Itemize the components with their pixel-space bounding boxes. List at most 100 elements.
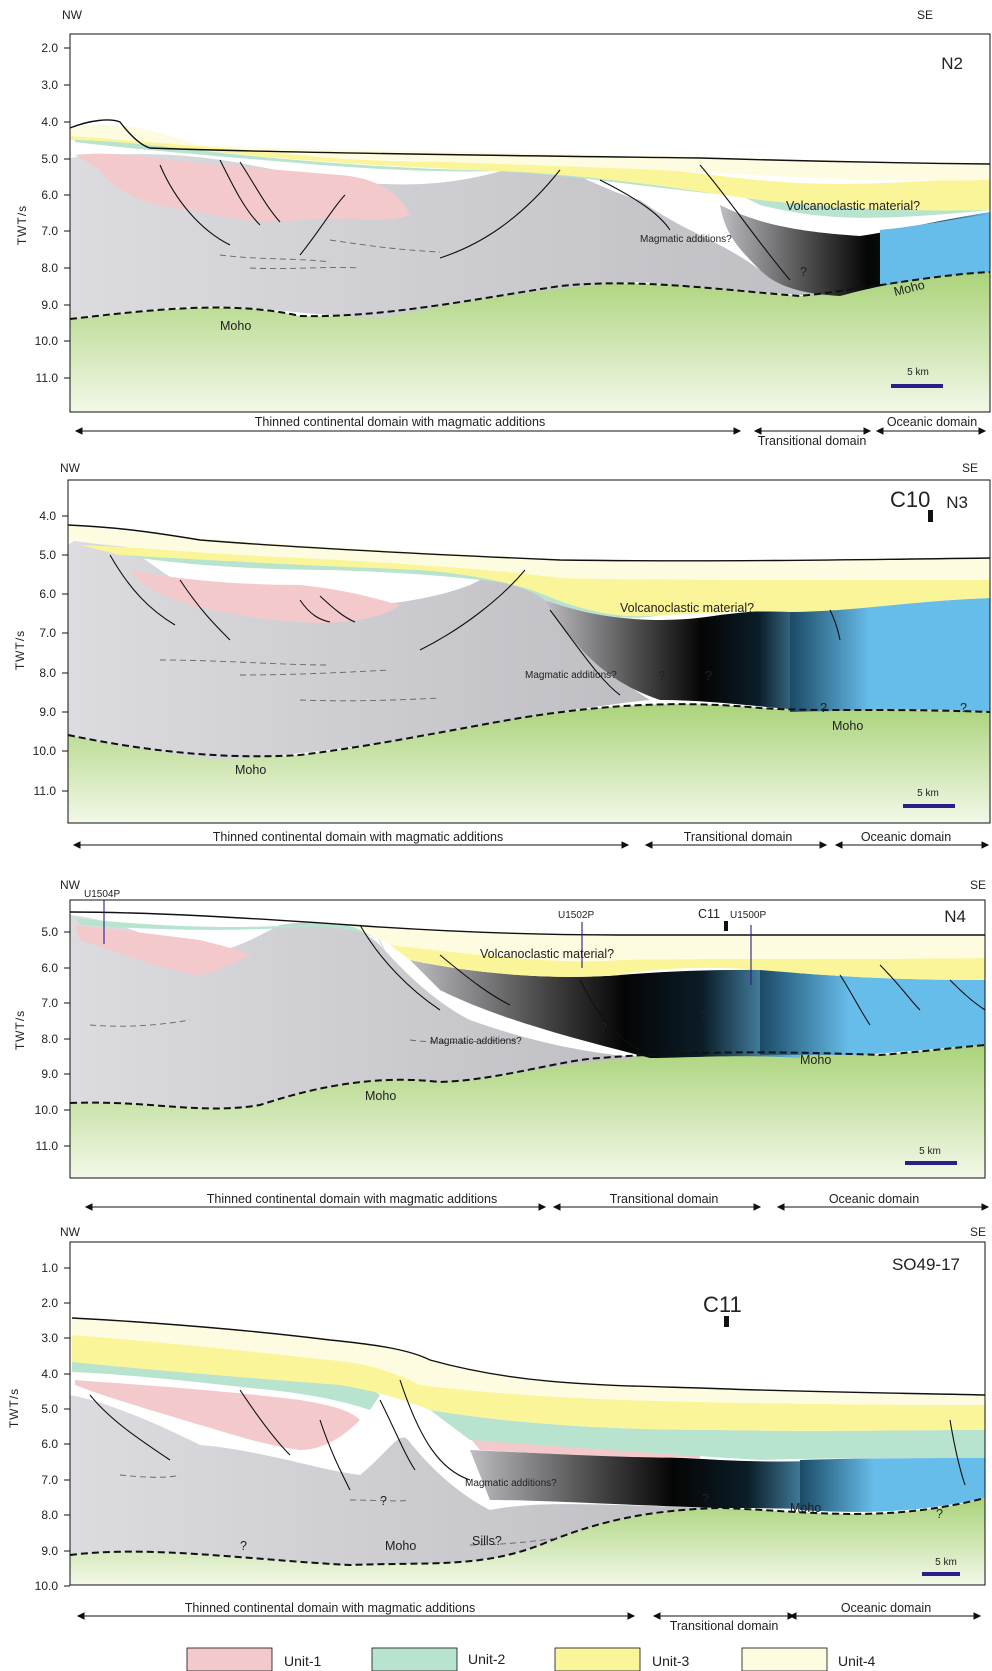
panel-n3-frame xyxy=(67,479,991,824)
faults xyxy=(89,1379,966,1491)
panel-n4-se-label: SE xyxy=(970,878,986,892)
unit-4 xyxy=(68,525,990,580)
annotation-moho: Moho xyxy=(385,1539,416,1553)
panel-n2-se-label: SE xyxy=(917,8,933,22)
station-marker xyxy=(724,1316,729,1327)
panel-so49-tick: 10.0 xyxy=(35,1579,59,1593)
panel-n2-tick: 8.0 xyxy=(41,261,58,275)
continental-crust xyxy=(70,1395,720,1565)
panel-so49-tick: 7.0 xyxy=(41,1473,58,1487)
panel-so49-tick: 5.0 xyxy=(41,1402,58,1416)
panel-so49-tick: 2.0 xyxy=(41,1296,58,1310)
domain-label-oceanic: Oceanic domain xyxy=(841,1601,931,1615)
panel-n4-y-label: TWT/s xyxy=(13,1010,27,1050)
oceanic-crust xyxy=(790,598,990,712)
annotation-question: ? xyxy=(240,1539,247,1553)
well-lines xyxy=(103,900,752,985)
legend-item-unit-2: Unit-2 xyxy=(371,1647,506,1671)
scale-bar-label: 5 km xyxy=(935,1557,957,1568)
annotation-question: ? xyxy=(936,1507,943,1521)
panel-n2-tick: 5.0 xyxy=(41,152,58,166)
station-label: C10 xyxy=(890,487,930,512)
well-label-u1502p: U1502P xyxy=(558,910,594,921)
unit-3 xyxy=(80,545,990,617)
panel-n2: NW SE xyxy=(15,8,991,448)
panel-n3-y-label: TWT/s xyxy=(13,630,27,670)
domain-label-transitional: Transitional domain xyxy=(610,1192,719,1206)
panel-n4-section xyxy=(69,899,986,1179)
annotation-question: ? xyxy=(380,1494,387,1508)
panel-n2-domains xyxy=(74,427,987,435)
faults xyxy=(359,924,986,1051)
annotation-question: ? xyxy=(705,669,712,683)
reflectors xyxy=(159,659,441,702)
station-marker xyxy=(928,510,933,522)
annotation-sills: Sills? xyxy=(472,1534,502,1548)
panel-n4-tick: 8.0 xyxy=(41,1032,58,1046)
panel-so49-tick: 1.0 xyxy=(41,1261,58,1275)
oceanic-crust xyxy=(760,970,985,1055)
unit-2 xyxy=(75,918,385,950)
panel-n4-domains xyxy=(84,1203,990,1211)
panel-n2-frame xyxy=(69,33,991,413)
panel-n2-tick: 9.0 xyxy=(41,298,58,312)
legend-item-unit-4: Unit-4 xyxy=(741,1647,876,1671)
reflectors xyxy=(119,1474,561,1546)
panel-so49-tick: 6.0 xyxy=(41,1437,58,1451)
moho-line xyxy=(69,1497,986,1567)
panel-n3-tick: 11.0 xyxy=(34,784,57,798)
panel-so49-17-section xyxy=(69,1241,986,1586)
panel-n3-tick: 4.0 xyxy=(39,509,56,523)
scale-bar: 5 km xyxy=(903,788,955,808)
panel-n4-tick: 7.0 xyxy=(41,996,58,1010)
panel-n3-se-label: SE xyxy=(962,461,978,475)
annotation-moho: Moho xyxy=(365,1089,396,1103)
reflectors xyxy=(219,239,441,270)
annotation-magmatic-additions: Magmatic additions? xyxy=(430,1036,522,1047)
panel-n3-tick: 7.0 xyxy=(39,626,56,640)
panel-n2-tick: 11.0 xyxy=(36,371,59,385)
annotation-volcanoclastic: Volcanoclastic material? xyxy=(620,601,754,615)
annotation-question: ? xyxy=(702,1492,709,1506)
panel-n4-tick: 5.0 xyxy=(41,925,58,939)
moho-line xyxy=(67,703,991,758)
legend-item-unit-1: Unit-1 xyxy=(186,1647,322,1671)
oceanic-crust xyxy=(800,1458,985,1512)
faults xyxy=(109,554,841,696)
panel-n4: NW SE xyxy=(13,878,990,1211)
domain-label-continental: Thinned continental domain with magmatic… xyxy=(255,415,545,429)
well-label-u1500p: U1500P xyxy=(730,910,766,921)
panel-n3-tick: 5.0 xyxy=(39,548,56,562)
domain-label-transitional: Transitional domain xyxy=(758,434,867,448)
panel-n4-nw-label: NW xyxy=(60,878,81,892)
unit-3 xyxy=(72,1335,985,1431)
unit-2 xyxy=(430,1410,985,1460)
annotation-moho: Moho xyxy=(235,763,266,777)
panel-n3-section xyxy=(67,479,991,824)
panel-n2-tick: 4.0 xyxy=(41,115,58,129)
unit-4 xyxy=(70,124,990,181)
scale-bar-label: 5 km xyxy=(917,788,939,799)
unit-3 xyxy=(390,945,985,980)
panel-n4-y-axis: TWT/s 5.0 6.0 7.0 8.0 9.0 10.0 11.0 xyxy=(13,925,70,1153)
transitional-magmatic-body xyxy=(410,960,800,1058)
annotation-volcanoclastic: Volcanoclastic material? xyxy=(786,199,920,213)
seafloor-line xyxy=(69,911,985,936)
domain-label-continental: Thinned continental domain with magmatic… xyxy=(185,1601,475,1615)
panel-so49-17-title: SO49-17 xyxy=(892,1255,960,1274)
unit-4 xyxy=(72,1318,985,1405)
station-marker xyxy=(724,921,728,931)
panel-so49-17: NW SE xyxy=(7,1225,986,1633)
legend-item-unit-3: Unit-3 xyxy=(554,1647,690,1671)
scale-bar: 5 km xyxy=(891,367,943,388)
annotation-question: ? xyxy=(658,669,665,683)
panel-n4-tick: 6.0 xyxy=(41,961,58,975)
legend-label: Unit-1 xyxy=(284,1653,322,1669)
panel-n2-tick: 2.0 xyxy=(41,41,58,55)
oceanic-crust xyxy=(880,214,990,286)
continental-crust xyxy=(68,536,650,760)
unit-1 xyxy=(75,1380,360,1450)
annotation-moho: Moho xyxy=(800,1053,831,1067)
mantle xyxy=(70,272,990,412)
